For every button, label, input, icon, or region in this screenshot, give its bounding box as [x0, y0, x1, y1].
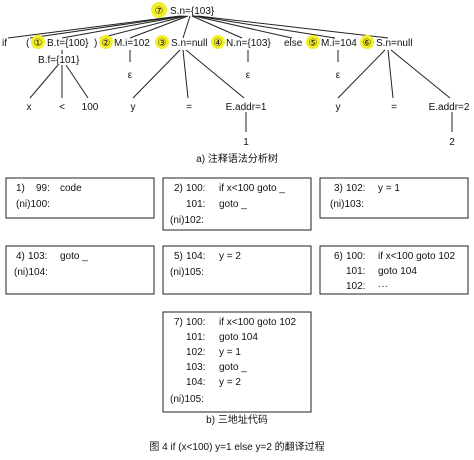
box6-code-2: goto 104 [378, 266, 417, 277]
leaf-x: x [27, 102, 32, 113]
root-label: S.n={103} [170, 6, 215, 17]
step-number: ⑥ [363, 38, 372, 49]
node-sn-2: S.n=null [376, 38, 412, 49]
node-rparen: ) [94, 38, 97, 49]
box5-addr: 104: [186, 251, 205, 262]
box6-code-3: ··· [378, 281, 388, 292]
step-badge [360, 35, 374, 49]
box7-code-5: y = 2 [219, 377, 241, 388]
leaf-eq-1: = [186, 102, 192, 113]
box4-ni: (ni)104: [14, 267, 48, 278]
step-number: ③ [158, 38, 167, 49]
box3-addr: 102: [346, 183, 365, 194]
leaf-eq-2: = [391, 102, 397, 113]
box2-code-1: if x<100 goto _ [219, 183, 285, 194]
box7-addr-3: 102: [186, 347, 205, 358]
code-box-5: 5) 104: y = 2 (ni)105: [162, 245, 312, 295]
node-if: if [2, 38, 7, 49]
node-mi-1: M.i=102 [114, 38, 150, 49]
box3-num: 3) [334, 183, 343, 194]
leaf-num-1: 1 [243, 137, 249, 148]
node-nn: N.n={103} [226, 38, 271, 49]
code-box-3: 3) 102: y = 1 (ni)103: [319, 177, 469, 219]
leaf-eaddr-1: E.addr=1 [226, 102, 267, 113]
box3-ni: (ni)103: [330, 199, 364, 210]
leaf-y-2: y [336, 102, 341, 113]
tree-edges [7, 15, 453, 132]
node-bt: B.t={100} [47, 38, 89, 49]
box7-ni: (ni)105: [170, 394, 204, 405]
box7-addr-1: 100: [186, 317, 205, 328]
step-badge [211, 35, 225, 49]
box2-num: 2) [174, 183, 183, 194]
step-number: ② [102, 38, 111, 49]
box7-num: 7) [174, 317, 183, 328]
box4-code: goto _ [60, 251, 88, 262]
box6-code-1: if x<100 goto 102 [378, 251, 455, 262]
box7-code-1: if x<100 goto 102 [219, 317, 296, 328]
box7-code-2: goto 104 [219, 332, 258, 343]
box4-addr: 103: [28, 251, 47, 262]
box2-ni: (ni)102: [170, 215, 204, 226]
box2-addr-1: 100: [186, 183, 205, 194]
step-badge [99, 35, 113, 49]
box6-num: 6) [334, 251, 343, 262]
node-bf: B.f={101} [38, 55, 80, 66]
box7-addr-5: 104: [186, 377, 205, 388]
box6-addr-1: 100: [346, 251, 365, 262]
code-box-4: 4) 103: goto _ (ni)104: [5, 245, 155, 295]
node-lparen: ( [26, 38, 30, 49]
caption-a: a) 注释语法分析树 [196, 152, 278, 165]
box5-ni: (ni)105: [170, 267, 204, 278]
tree-root-node: ⑦ S.n={103} [151, 2, 215, 18]
box7-addr-2: 101: [186, 332, 205, 343]
step-badge [151, 2, 167, 18]
box6-addr-3: 102: [346, 281, 365, 292]
step-number: ⑤ [309, 38, 318, 49]
node-mi-2: M.i=104 [321, 38, 357, 49]
code-box-6: 6) 100: if x<100 goto 102 101: goto 104 … [319, 245, 469, 295]
box1-addr: 99: [36, 183, 50, 194]
step-number: ① [34, 38, 43, 49]
code-box-2: 2) 100: if x<100 goto _ 101: goto _ (ni)… [162, 177, 312, 231]
box2-addr-2: 101: [186, 199, 205, 210]
node-sn-1: S.n=null [171, 38, 207, 49]
code-box-7: 7) 100: if x<100 goto 102 101: goto 104 … [162, 311, 312, 413]
box5-code: y = 2 [219, 251, 241, 262]
box1-code: code [60, 183, 82, 194]
parse-tree: ⑦ S.n={103} if ( ① B.t={100} ) ② M.i=102… [2, 2, 470, 148]
box1-ni: (ni)100: [16, 199, 50, 210]
node-epsilon-2: ε [246, 70, 251, 81]
caption-b: b) 三地址代码 [206, 413, 268, 426]
figure-caption: 图 4 if (x<100) y=1 else y=2 的翻译过程 [149, 440, 324, 453]
step-number: ⑦ [155, 6, 164, 17]
box7-addr-4: 103: [186, 362, 205, 373]
box5-num: 5) [174, 251, 183, 262]
leaf-num-2: 2 [449, 137, 455, 148]
box3-code: y = 1 [378, 183, 400, 194]
box2-code-2: goto _ [219, 199, 247, 210]
leaf-lt: < [59, 102, 65, 113]
box7-code-4: goto _ [219, 362, 247, 373]
box1-num: 1) [16, 183, 25, 194]
leaf-y-1: y [131, 102, 136, 113]
step-badge [155, 35, 169, 49]
leaf-eaddr-2: E.addr=2 [429, 102, 470, 113]
code-box-1: 1) 99: code (ni)100: [5, 177, 155, 219]
leaf-100: 100 [82, 102, 99, 113]
step-badge [306, 35, 320, 49]
step-badge [31, 35, 45, 49]
node-else: else [284, 38, 303, 49]
node-epsilon-1: ε [128, 70, 133, 81]
tree-row-1: if ( ① B.t={100} ) ② M.i=102 ③ S.n=null … [2, 35, 412, 49]
box7-code-3: y = 1 [219, 347, 241, 358]
box6-addr-2: 101: [346, 266, 365, 277]
step-number: ④ [214, 38, 223, 49]
node-epsilon-3: ε [336, 70, 341, 81]
box4-num: 4) [16, 251, 25, 262]
